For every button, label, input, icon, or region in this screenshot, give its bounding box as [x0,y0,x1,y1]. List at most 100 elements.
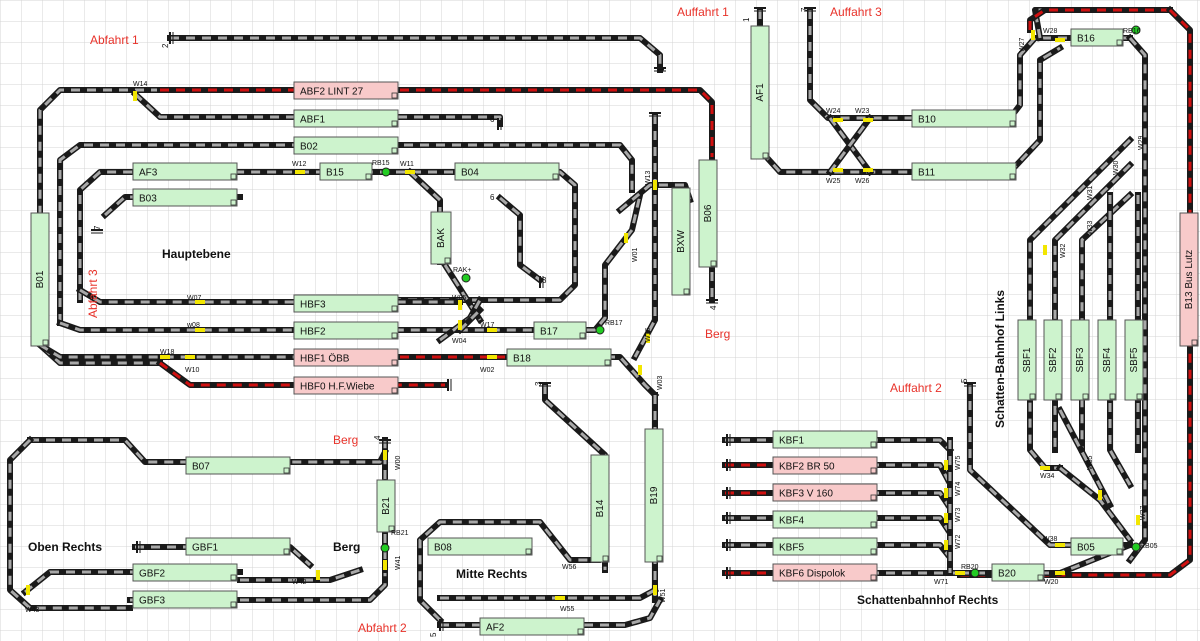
track-stub6[interactable] [495,193,545,285]
sensor-rb15[interactable]: RB15 [372,160,391,177]
block-b18[interactable]: B18 [506,348,612,367]
block-b04[interactable]: B04 [454,162,560,181]
block-abf2[interactable]: ABF2 LINT 27 [293,81,399,100]
track-hbf1[interactable] [35,340,403,360]
block-gbf2[interactable]: GBF2 [132,563,238,582]
block-abf1[interactable]: ABF1 [293,109,399,128]
block-sbf4[interactable]: SBF4 [1097,319,1117,401]
track-sbf-fan4[interactable] [1107,192,1135,490]
block-sbf1[interactable]: SBF1 [1017,319,1037,401]
switch-label-w25[interactable]: W25 [826,178,841,185]
switch-label-w05[interactable]: W05 [452,295,467,302]
block-af2[interactable]: AF2 [479,617,585,636]
block-af1[interactable]: AF1 [750,25,770,160]
switch-label-w24[interactable]: W24 [826,108,841,115]
block-bxw[interactable]: BXW [671,187,691,296]
switch-label-w18[interactable]: W18 [160,349,175,356]
switch-label-w10[interactable]: W10 [185,367,200,374]
track-top-red[interactable] [1027,7,1173,33]
switch-label-w38[interactable]: W38 [1043,536,1058,543]
switch-label-w33[interactable]: W33 [1087,221,1094,236]
switch-label-w23[interactable]: W23 [855,108,870,115]
switch-label-w07[interactable]: W07 [187,295,202,302]
track-sbf-diag[interactable] [1055,405,1115,510]
track-cross2[interactable] [825,113,875,177]
track-b11-out[interactable] [1005,43,1065,177]
switch-label-w12[interactable]: W12 [292,161,307,168]
block-b17[interactable]: B17 [533,321,587,340]
switch-label-w27[interactable]: W27 [1019,38,1026,53]
switch-label-w13[interactable]: W13 [645,171,652,186]
switch-label-w17[interactable]: W17 [480,322,495,329]
block-kbf3[interactable]: KBF3 V 160 [772,483,878,502]
block-b21[interactable]: B21 [376,479,396,533]
track-b10-out[interactable] [1005,35,1133,123]
sensor-rak[interactable]: RAK+ [453,267,471,283]
switch-label-w11[interactable]: W11 [400,161,414,168]
block-sbf2[interactable]: SBF2 [1043,319,1063,401]
switch-label-w43[interactable]: W43 [25,607,40,614]
switch-label-w01[interactable]: W01 [632,248,639,263]
block-kbf4[interactable]: KBF4 [772,510,878,529]
block-b05[interactable]: B05 [1070,537,1124,556]
block-b19[interactable]: B19 [644,428,664,563]
track-right-red[interactable] [957,5,1193,578]
block-bak[interactable]: BAK [430,211,452,265]
sensor-rb21[interactable]: RB21 [380,530,409,553]
block-hbf1[interactable]: HBF1 ÖBB [293,348,399,367]
block-gbf1[interactable]: GBF1 [185,537,291,556]
block-hbf0[interactable]: HBF0 H.F.Wiebe [293,376,399,395]
switch-label-w37[interactable]: W37 [1140,506,1147,521]
block-b11[interactable]: B11 [911,162,1017,181]
switch-label-w00[interactable]: W00 [395,456,402,471]
track-abf2-line[interactable] [157,87,715,163]
sensor-rb17[interactable]: RB17 [595,320,623,335]
switch-label-w03[interactable]: W03 [657,376,664,391]
switch-label-w74[interactable]: W74 [955,482,962,497]
switch-label-w14[interactable]: W14 [133,81,148,88]
block-b03[interactable]: B03 [132,188,238,207]
switch-label-w56[interactable]: W56 [562,564,577,571]
block-b14[interactable]: B14 [590,454,610,563]
track-abfahrt1[interactable] [167,35,663,73]
switch-label-w16[interactable]: W16 [645,328,652,343]
switch-label-w75[interactable]: W75 [955,456,962,471]
track-b07-loop[interactable] [27,437,390,465]
switch-label-w55[interactable]: W55 [560,606,575,613]
block-b20[interactable]: B20 [991,563,1045,582]
block-b16[interactable]: B16 [1070,28,1124,47]
block-kbf2[interactable]: KBF2 BR 50 [772,456,878,475]
switch-label-w29[interactable]: W29 [1138,136,1145,151]
track-mitte-lower[interactable] [437,585,660,601]
switch-label-w32[interactable]: W32 [1060,244,1067,259]
block-kbf5[interactable]: KBF5 [772,537,878,556]
block-kbf6[interactable]: KBF6 Dispolok [772,563,878,582]
switch-label-w26[interactable]: W26 [855,178,870,185]
block-b01[interactable]: B01 [30,212,50,347]
block-b02[interactable]: B02 [293,136,399,155]
block-hbf2[interactable]: HBF2 [293,321,399,340]
switch-label-w73[interactable]: W73 [955,508,962,523]
switch-label-w08[interactable]: w08 [186,322,200,329]
block-kbf1[interactable]: KBF1 [772,430,878,449]
block-b15[interactable]: B15 [319,162,373,181]
sensor-rb16[interactable]: RB16 [1123,25,1141,35]
block-b08[interactable]: B08 [427,537,533,556]
track-oben-outer[interactable] [7,435,133,611]
switch-label-w02[interactable]: W02 [480,367,495,374]
switch-label-w42[interactable]: W42 [292,579,307,586]
switch-label-w20[interactable]: W20 [1044,579,1059,586]
block-b13[interactable]: B13 Bus Lutz [1179,212,1199,347]
sensor-rb20[interactable]: RB20 [961,564,980,578]
block-sbf5[interactable]: SBF5 [1124,319,1144,401]
switch-label-w71[interactable]: W71 [934,579,949,586]
switch-label-w41[interactable]: W41 [395,556,402,571]
track-b17-diag[interactable] [455,305,485,335]
block-gbf3[interactable]: GBF3 [132,590,238,609]
sensor-rb05[interactable]: RB05 [1131,542,1158,552]
switch-label-w35[interactable]: W35 [1087,456,1094,471]
track-w42-link[interactable] [237,566,364,583]
block-sbf3[interactable]: SBF3 [1070,319,1090,401]
switch-label-w30[interactable]: W30 [1113,161,1120,176]
block-b06[interactable]: B06 [698,159,718,268]
